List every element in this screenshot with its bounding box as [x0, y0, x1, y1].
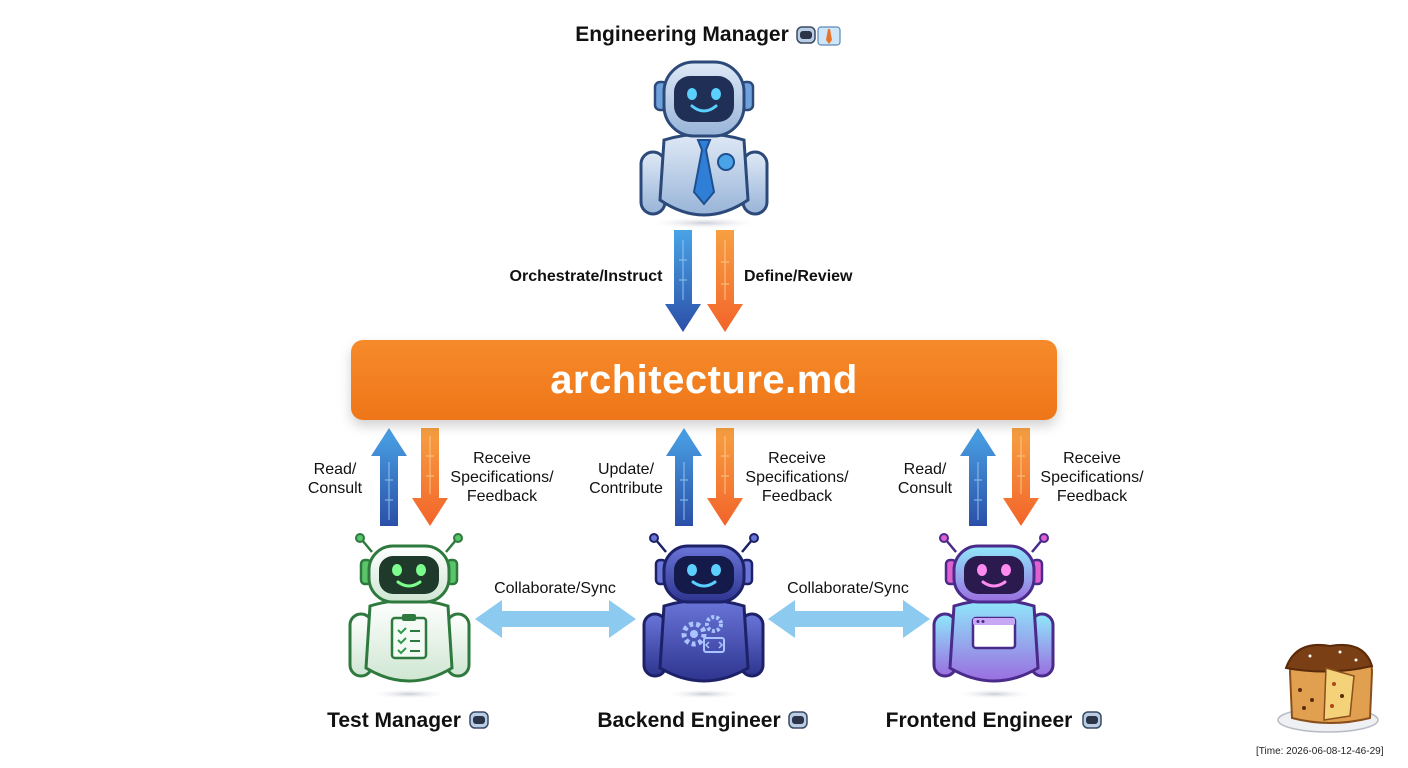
frontend-title-robot-icon — [1082, 711, 1102, 729]
backend-update-label: Update/ Contribute — [589, 461, 663, 497]
frontend-engineer-title: Frontend Engineer — [885, 709, 1073, 732]
collab-right-arrow — [768, 600, 930, 638]
backend-engineer-title: Backend Engineer — [597, 709, 781, 732]
robot-manager-icon — [639, 60, 769, 229]
backend-receive-label: Receive Specifications/ Feedback — [745, 450, 849, 505]
document-title: architecture.md — [550, 357, 858, 402]
backend-update-arrow — [666, 428, 702, 526]
test-receive-arrow — [412, 428, 448, 526]
orchestrate-arrow — [665, 230, 701, 332]
robot-clipboard-icon — [348, 533, 471, 699]
test-read-arrow — [371, 428, 407, 526]
orchestrate-label: Orchestrate/Instruct — [509, 268, 663, 285]
frontend-receive-arrow — [1003, 428, 1039, 526]
test-read-label: Read/ Consult — [307, 461, 363, 497]
frontend-read-label: Read/ Consult — [897, 461, 953, 497]
backend-receive-arrow — [707, 428, 743, 526]
backend-title-robot-icon — [788, 711, 808, 729]
collab-left-label: Collaborate/Sync — [494, 580, 616, 597]
frontend-receive-label: Receive Specifications/ Feedback — [1040, 450, 1144, 505]
test-receive-label: Receive Specifications/ Feedback — [450, 450, 554, 505]
test-manager-title: Test Manager — [327, 709, 461, 732]
robot-gears-icon — [642, 533, 765, 699]
frontend-read-arrow — [960, 428, 996, 526]
define-label: Define/Review — [744, 268, 853, 285]
architecture-document: architecture.md — [351, 340, 1057, 420]
collab-right-label: Collaborate/Sync — [787, 580, 909, 597]
test-title-robot-icon — [469, 711, 489, 729]
manager-title: Engineering Manager — [575, 23, 789, 46]
manager-title-robot-icon — [796, 26, 841, 46]
robot-browser-icon — [932, 533, 1055, 699]
define-arrow — [707, 230, 743, 332]
timestamp: [Time: 2026-06-08-12-46-29] — [1256, 746, 1384, 757]
collab-left-arrow — [475, 600, 636, 638]
panettone-icon — [1277, 644, 1379, 733]
